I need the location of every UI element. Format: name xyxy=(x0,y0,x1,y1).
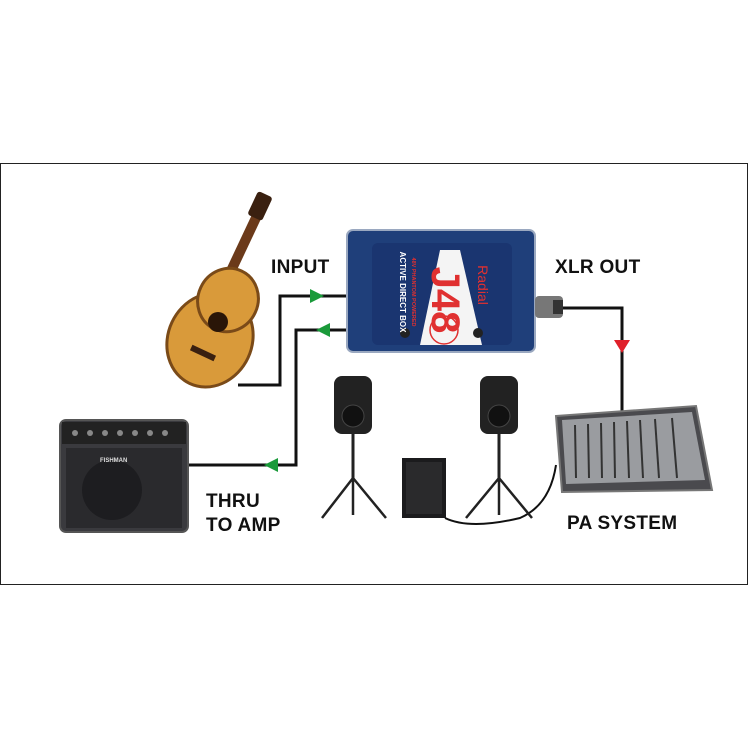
di-brand-text: Radial xyxy=(475,265,491,305)
input-arrow-icon xyxy=(310,289,324,303)
di-box-image: J48 ACTIVE DIRECT BOX 48V PHANTOM POWERE… xyxy=(346,229,563,353)
amp-arrow-icon xyxy=(264,458,278,472)
input-label: INPUT xyxy=(271,257,330,278)
pa-arrow-icon xyxy=(614,340,630,353)
di-tagline-text: 48V PHANTOM POWERED xyxy=(410,258,416,327)
xlr-cable xyxy=(560,306,624,412)
subwoofer-image xyxy=(402,458,446,518)
right-speaker-image xyxy=(465,376,533,519)
sub-cable xyxy=(444,464,557,525)
pa-system-label: PA SYSTEM xyxy=(567,513,678,534)
left-speaker-image xyxy=(321,376,387,519)
xlr-out-label: XLR OUT xyxy=(555,257,641,278)
acoustic-amp-image: FISHMAN xyxy=(59,419,189,533)
thru-arrow-icon xyxy=(316,323,330,337)
amp-brand-text: FISHMAN xyxy=(100,458,127,464)
di-subtitle-text: ACTIVE DIRECT BOX xyxy=(398,252,407,334)
diagram-frame xyxy=(0,163,748,585)
thru-label-line2: TO AMP xyxy=(206,515,281,536)
acoustic-guitar-image xyxy=(165,191,272,389)
pa-mixer-image xyxy=(554,404,714,494)
di-model-text: J48 xyxy=(423,267,467,334)
thru-label-line1: THRU xyxy=(206,491,260,512)
